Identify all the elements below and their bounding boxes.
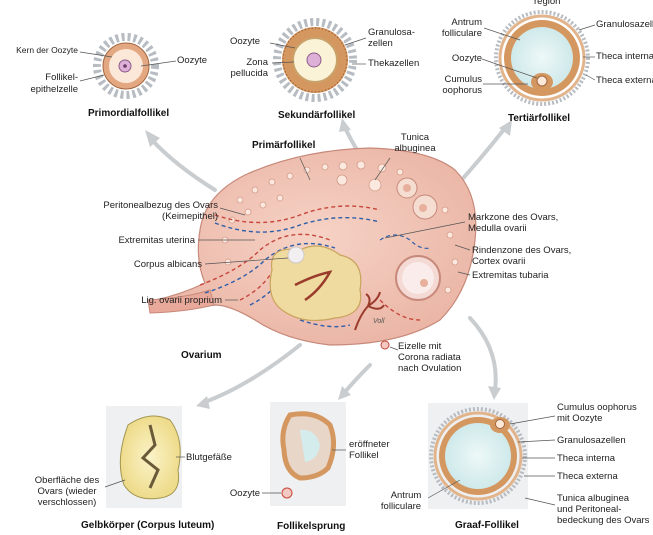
graafian-follicle-figure (428, 403, 555, 509)
caption-gelbkorper: Gelbkörper (Corpus luteum) (81, 520, 214, 531)
tertiary-follicle (496, 12, 588, 104)
label-graaf-granulosa: Granulosazellen (557, 435, 626, 446)
label-zona-1: Zona (210, 57, 268, 68)
ovulation-figure (262, 402, 346, 506)
label-thekazellen: Thekazellen (368, 58, 419, 69)
label-tert-granulosa: Granulosazell (596, 19, 653, 30)
cropped-top-label: region (534, 0, 560, 7)
ovulated-egg (381, 341, 389, 349)
primordial-follicle (97, 37, 155, 95)
label-primarfollikel: Primärfollikel (252, 140, 315, 151)
label-graaf-antrum-2: folliculare (374, 501, 428, 512)
label-sek-oozyte: Oozyte (230, 36, 260, 47)
caption-sekundarfollikel: Sekundärfollikel (278, 110, 355, 121)
label-follikel-2: epithelzelle (8, 84, 78, 95)
label-markzone-1: Markzone des Ovars, (468, 212, 558, 223)
label-extremitas-uterina: Extremitas uterina (40, 235, 195, 246)
label-eizelle-3: nach Ovulation (398, 363, 461, 374)
label-markzone-2: Medulla ovarii (468, 223, 527, 234)
label-granulosa-1: Granulosa- (368, 27, 415, 38)
label-graaf-tunica-3: bedeckung des Ovars (557, 515, 649, 526)
label-graaf-tunica-2: und Peritoneal- (557, 504, 621, 515)
label-graaf-antrum-1: Antrum (384, 490, 428, 501)
label-tert-theca-interna: Theca interna (596, 51, 653, 62)
label-antrum-1: Antrum (430, 17, 482, 28)
caption-primordialfollikel: Primordialfollikel (88, 108, 169, 119)
secondary-follicle (277, 22, 353, 98)
label-rindenzone-1: Rindenzone des Ovars, (472, 245, 571, 256)
label-tunica-2: albuginea (385, 143, 445, 154)
label-tunica-1: Tunica (385, 132, 445, 143)
label-rindenzone-2: Cortex ovarii (472, 256, 525, 267)
label-follikel-1: Follikel- (8, 72, 78, 83)
label-graaf-cumulus-2: mit Oozyte (557, 413, 602, 424)
label-graaf-tunica-1: Tunica albuginea (557, 493, 629, 504)
label-zona-2: pellucida (210, 68, 268, 79)
label-oberflache-1: Oberfläche des (30, 475, 104, 486)
label-primordial-oozyte: Oozyte (177, 55, 207, 66)
label-kern-oozyte: Kern der Oozyte (8, 45, 78, 56)
label-graaf-theca-interna: Theca interna (557, 453, 615, 464)
corpus-luteum-figure (105, 406, 185, 508)
label-eroffneter-1: eröffneter (349, 439, 390, 450)
caption-tertiarfollikel: Tertiärfollikel (508, 113, 570, 124)
label-eizelle-1: Eizelle mit (398, 341, 441, 352)
artist-signature: Voll (373, 316, 384, 327)
label-cumulus-1: Cumulus (420, 74, 482, 85)
label-graaf-theca-externa: Theca externa (557, 471, 618, 482)
label-eroffneter-2: Follikel (349, 450, 379, 461)
label-extremitas-tubaria: Extremitas tubaria (472, 270, 549, 281)
label-granulosa-2: zellen (368, 38, 393, 49)
caption-graaf-follikel: Graaf-Follikel (455, 520, 519, 531)
caption-ovarium: Ovarium (181, 350, 222, 361)
label-peritonealbezug-1: Peritonealbezug des Ovars (40, 200, 218, 211)
caption-follikelsprung: Follikelsprung (277, 521, 345, 532)
label-antrum-2: folliculare (420, 28, 482, 39)
label-eizelle-2: Corona radiata (398, 352, 461, 363)
label-sprung-oozyte: Oozyte (210, 488, 260, 499)
label-corpus-albicans: Corpus albicans (40, 259, 202, 270)
label-peritonealbezug-2: (Keimepithel) (40, 211, 218, 222)
label-cumulus-2: oophorus (420, 85, 482, 96)
label-blutgefasse: Blutgefäße (186, 452, 232, 463)
label-graaf-cumulus-1: Cumulus oophorus (557, 402, 637, 413)
label-oberflache-2: Ovars (wieder (30, 486, 104, 497)
label-lig-ovarii: Lig. ovarii proprium (40, 295, 222, 306)
label-oberflache-3: verschlossen) (30, 497, 104, 508)
label-tert-oozyte: Oozyte (430, 53, 482, 64)
label-tert-theca-externa: Theca externa (596, 75, 653, 86)
